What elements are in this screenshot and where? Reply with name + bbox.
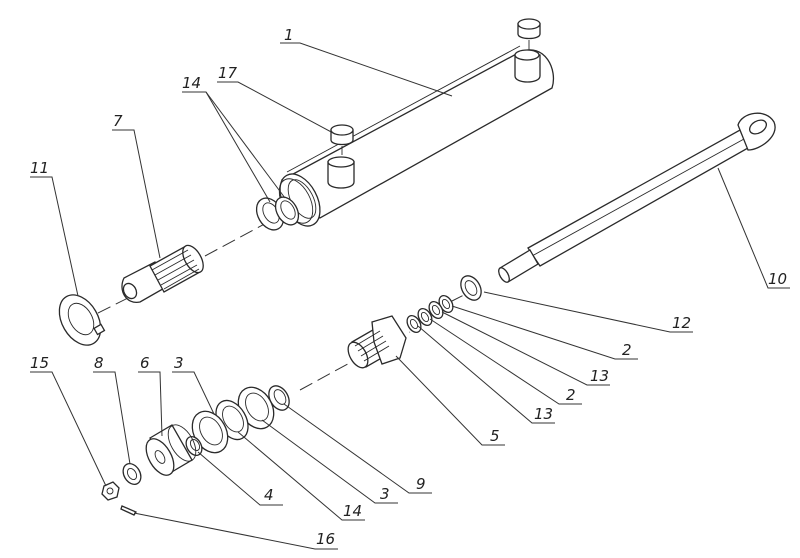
label-11: 11	[30, 159, 49, 177]
label-3-upper: 3	[174, 354, 184, 372]
axis-line-lower	[299, 359, 356, 391]
label-8: 8	[94, 354, 104, 372]
label-3-lower: 3	[380, 485, 390, 503]
part-17-plug-top	[517, 18, 541, 50]
label-14-upper: 14	[182, 74, 201, 92]
part-11-lock-washer	[58, 294, 106, 346]
label-17: 17	[218, 64, 238, 82]
label-2-upper: 2	[622, 341, 632, 359]
label-4: 4	[264, 486, 274, 504]
part-12-washer	[460, 275, 482, 301]
part-14-seal-rings	[255, 196, 300, 231]
label-5: 5	[490, 427, 500, 445]
axis-line-rod	[449, 291, 471, 303]
part-2-seal-inner	[417, 307, 433, 327]
part-13-seal-outer	[428, 300, 444, 320]
label-6: 6	[140, 354, 150, 372]
part-15-nut	[101, 481, 120, 501]
label-1: 1	[284, 26, 294, 44]
part-13-seal-inner	[406, 314, 422, 334]
label-2-lower: 2	[566, 386, 576, 404]
label-13-upper: 13	[590, 367, 609, 385]
part-7-cylinder-head	[121, 244, 204, 303]
axis-line-upper	[204, 219, 273, 257]
part-6-piston	[145, 424, 197, 476]
label-10: 10	[768, 270, 787, 288]
part-8-washer	[122, 463, 142, 485]
leader-lines	[30, 42, 790, 550]
part-1-cylinder-barrel	[278, 45, 554, 227]
part-16-cotter-pin	[120, 505, 137, 516]
label-16: 16	[316, 530, 335, 548]
part-5-gland-nut	[347, 315, 407, 369]
part-17-plug-side	[330, 124, 354, 155]
label-7: 7	[113, 112, 123, 130]
part-4-ring	[185, 436, 203, 456]
label-12: 12	[672, 314, 691, 332]
part-10-piston-rod	[498, 112, 776, 283]
label-15: 15	[30, 354, 49, 372]
label-9: 9	[416, 475, 426, 493]
label-13-lower: 13	[534, 405, 553, 423]
label-14-lower: 14	[343, 502, 362, 520]
